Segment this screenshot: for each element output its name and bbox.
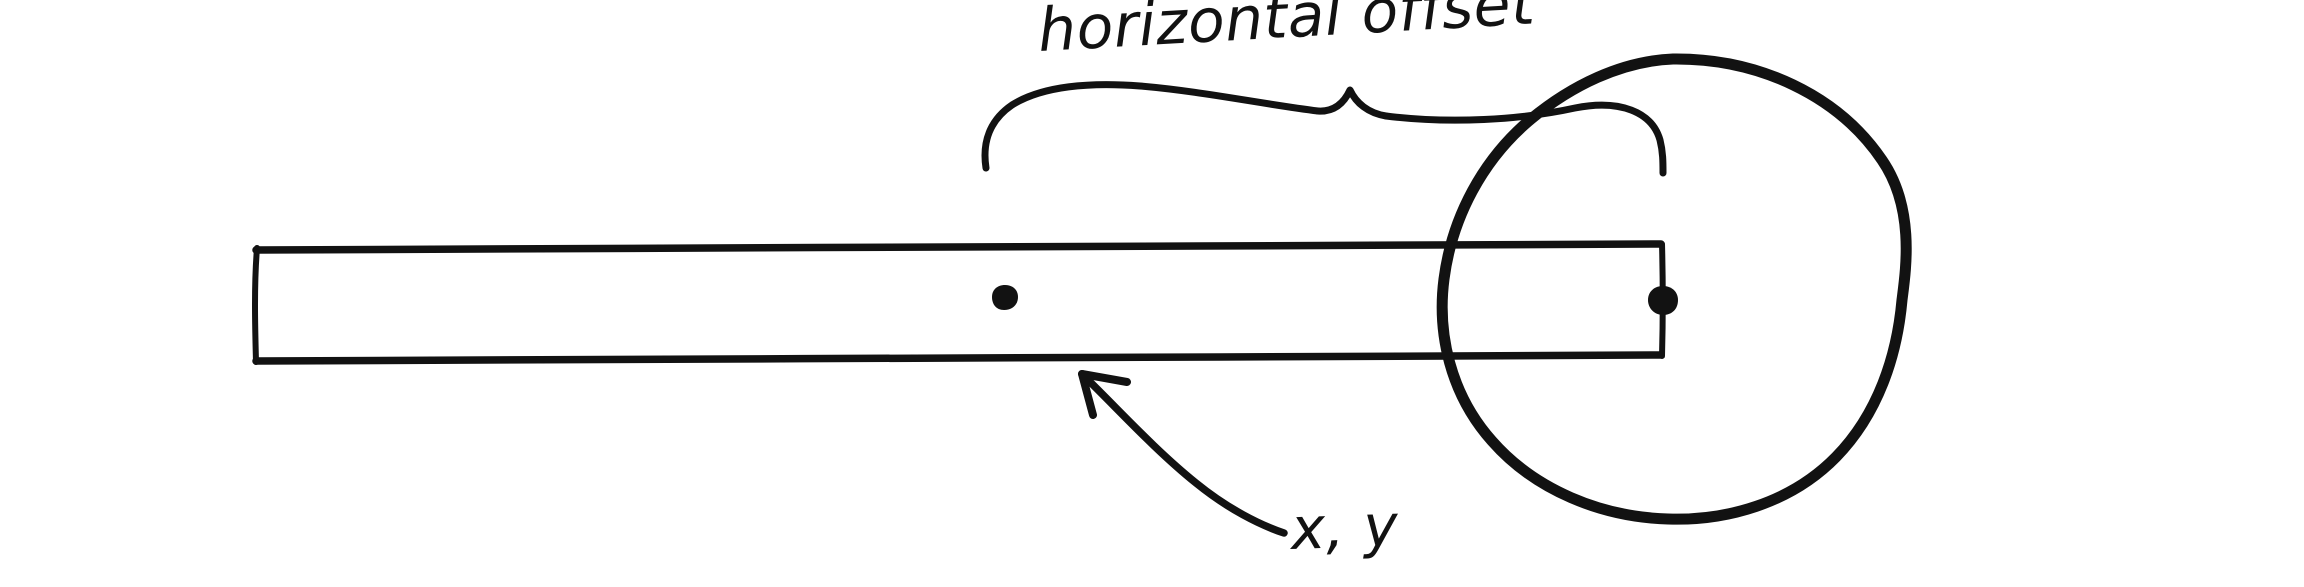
circle-shape — [1436, 53, 1912, 525]
offset-brace — [981, 81, 1667, 177]
xy-arrow — [1078, 370, 1288, 537]
label-x-y: x, y — [1289, 491, 1400, 563]
circle-center-dot — [1648, 286, 1678, 315]
pivot-dot — [992, 285, 1018, 310]
bar-shape — [252, 240, 1666, 365]
